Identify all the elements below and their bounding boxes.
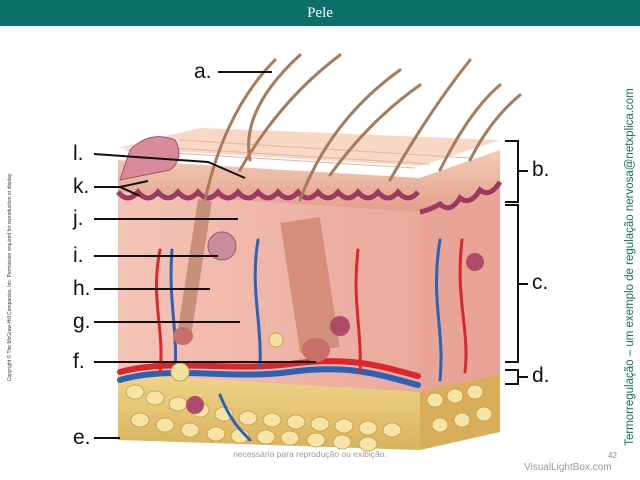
label-i: i. xyxy=(73,244,84,267)
label-g: g. xyxy=(73,310,91,333)
layer-brackets xyxy=(505,140,528,385)
slide-title: Pele xyxy=(307,5,333,21)
label-a: a. xyxy=(194,60,212,83)
page-number: 42 xyxy=(608,451,617,460)
label-b: b. xyxy=(532,158,550,181)
label-d: d. xyxy=(532,364,550,387)
label-c: c. xyxy=(532,271,549,294)
skin-cross-section-diagram xyxy=(93,53,528,452)
label-e: e. xyxy=(73,426,91,449)
label-h: h. xyxy=(73,277,91,300)
blood-vessels xyxy=(117,238,468,442)
footnote-text: necessária para reprodução ou exibição. xyxy=(233,449,387,459)
label-f: f. xyxy=(73,350,85,373)
label-j: j. xyxy=(73,207,84,230)
slide-title-bar: Pele xyxy=(0,0,640,26)
label-k: k. xyxy=(73,175,90,198)
watermark: VisualLightBox.com xyxy=(524,462,612,473)
label-leader-lines xyxy=(93,71,316,439)
hair-follicles xyxy=(170,198,484,414)
label-l: l. xyxy=(73,142,84,165)
